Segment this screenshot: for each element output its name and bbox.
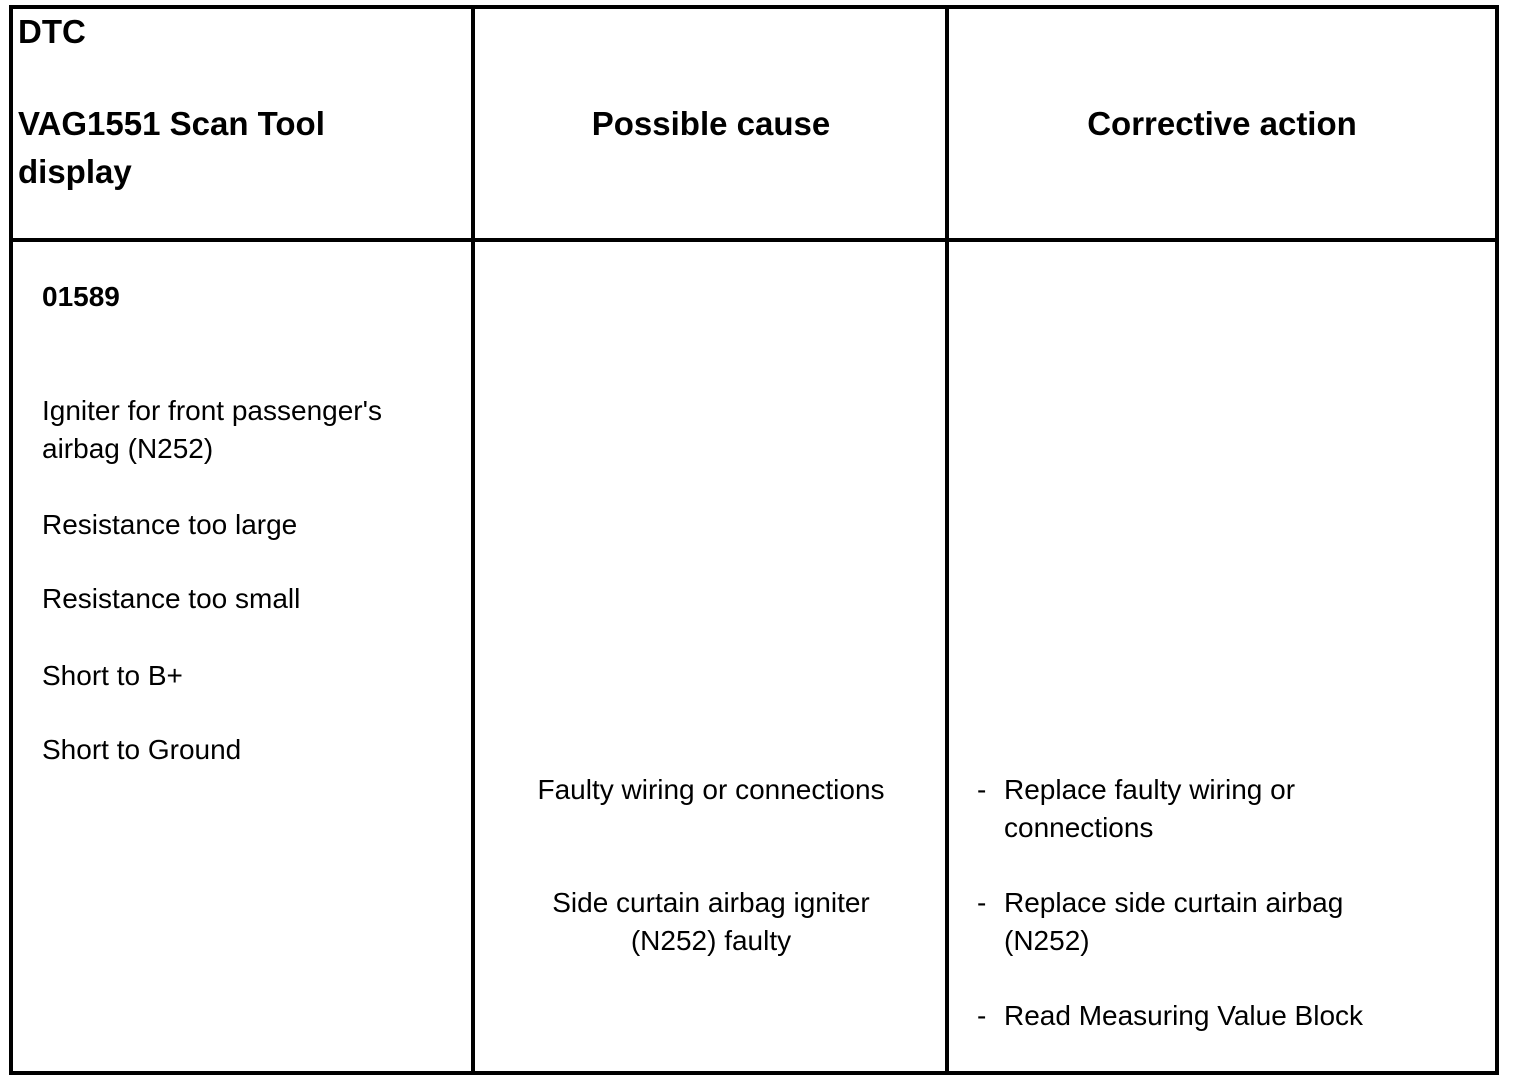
dtc-table — [9, 5, 1499, 1075]
cause-igniter-line2: (N252) faulty — [630, 925, 792, 956]
action-replace-wiring-line2: connections — [1004, 812, 1154, 843]
header-possible-cause: Possible cause — [591, 105, 831, 142]
action-dash-1: - — [977, 774, 987, 805]
action-replace-airbag-line2: (N252) — [1004, 925, 1090, 956]
action-replace-airbag-line1: Replace side curtain airbag — [1004, 887, 1344, 918]
header-scan-tool-label: VAG1551 Scan Tool — [18, 105, 325, 142]
fault-short-to-ground: Short to Ground — [42, 734, 242, 765]
dtc-code: 01589 — [42, 281, 120, 312]
action-read-measuring-value-block: Read Measuring Value Block — [1004, 1000, 1364, 1031]
component-name-line1: Igniter for front passenger's — [42, 395, 382, 426]
action-dash-3: - — [977, 1000, 987, 1031]
header-corrective-action: Corrective action — [1087, 105, 1357, 142]
fault-resistance-too-large: Resistance too large — [42, 509, 298, 540]
action-dash-2: - — [977, 887, 987, 918]
column-divider-1 — [471, 9, 475, 1071]
header-display-label: display — [18, 153, 132, 190]
fault-resistance-too-small: Resistance too small — [42, 583, 301, 614]
column-divider-2 — [945, 9, 949, 1071]
header-dtc-label: DTC — [18, 13, 86, 50]
component-name-line2: airbag (N252) — [42, 433, 214, 464]
cause-faulty-wiring: Faulty wiring or connections — [537, 774, 885, 805]
fault-short-to-b-plus: Short to B+ — [42, 660, 183, 691]
header-row-divider — [13, 238, 1495, 242]
action-replace-wiring-line1: Replace faulty wiring or — [1004, 774, 1296, 805]
cause-igniter-line1: Side curtain airbag igniter — [552, 887, 870, 918]
